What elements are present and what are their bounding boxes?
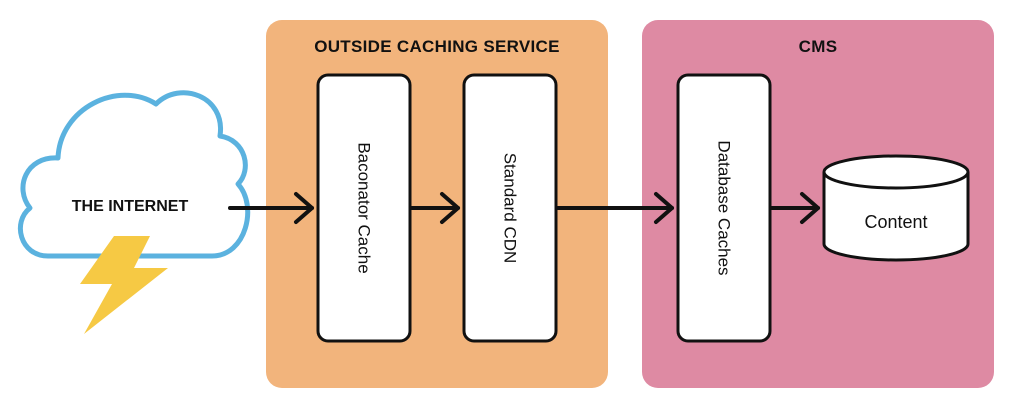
database-caches-label: Database Caches <box>715 140 734 275</box>
arrow-database-caches-to-content <box>770 192 820 224</box>
flow-arrows <box>228 192 820 224</box>
baconator-cache-node: Baconator Cache <box>316 73 412 343</box>
arrow-baconator-to-cdn <box>410 192 460 224</box>
arrow-cdn-to-database-caches <box>556 192 674 224</box>
internet-node: THE INTERNET <box>17 90 251 334</box>
database-cylinder-top <box>822 154 970 190</box>
standard-cdn-label: Standard CDN <box>501 153 520 264</box>
content-label: Content <box>864 212 927 232</box>
lightning-bolt-icon <box>80 236 168 334</box>
arrow-internet-to-baconator <box>228 192 314 224</box>
internet-label: THE INTERNET <box>72 198 189 215</box>
outside-caching-service-title: OUTSIDE CACHING SERVICE <box>314 37 560 56</box>
content-node: Content <box>822 154 970 262</box>
cms-title: CMS <box>799 37 838 56</box>
database-caches-node: Database Caches <box>676 73 772 343</box>
database-cylinder-icon <box>822 172 970 262</box>
cloud-icon <box>17 90 251 259</box>
baconator-cache-label: Baconator Cache <box>355 142 374 273</box>
standard-cdn-node: Standard CDN <box>462 73 558 343</box>
